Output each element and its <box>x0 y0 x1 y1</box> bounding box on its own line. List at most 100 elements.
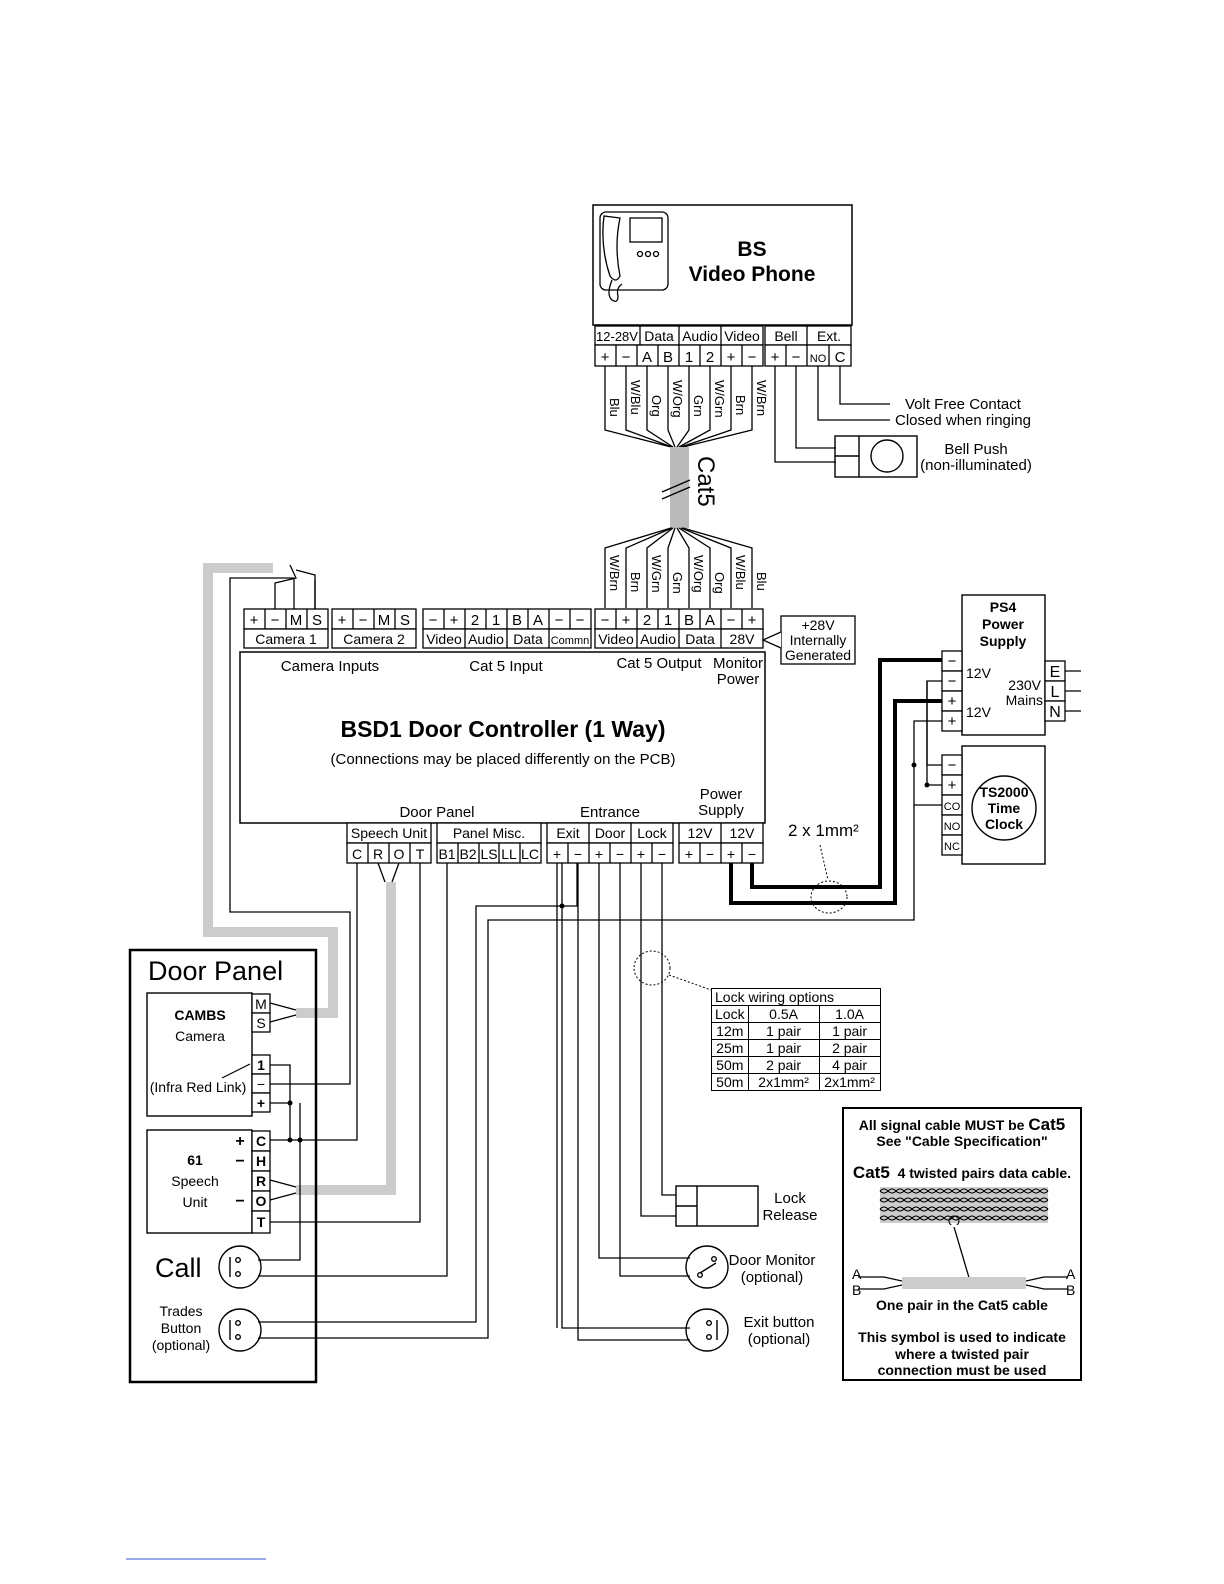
ps4-mains-pin: L <box>1051 684 1060 701</box>
ts2000-pin: NC <box>944 841 960 853</box>
door-controller: + − M S + − M S − + 2 1 B A − − − + 2 1 … <box>239 608 766 864</box>
wire-color-label: W/Brn <box>754 380 769 416</box>
lock-table-cell: 2 pair <box>747 1056 820 1074</box>
camera-pin: M <box>255 996 267 1012</box>
bell-push-line1: Bell Push <box>944 441 1007 458</box>
ps4-mains: 230V <box>1008 677 1041 693</box>
phone-group-label: 12-28V <box>596 329 638 344</box>
exit-button-line1: Exit button <box>744 1314 815 1331</box>
ctrl-pin: B1 <box>438 846 455 862</box>
phone-group-label: Audio <box>682 328 718 344</box>
ctrl-pin: − <box>429 612 438 629</box>
ctrl-pin: LL <box>501 846 517 862</box>
ctrl-group-label: 12V <box>730 825 756 841</box>
wire-color-label: Blu <box>607 398 622 417</box>
cat5-bottom-wires <box>604 527 753 608</box>
ctrl-pin: LC <box>521 846 539 862</box>
wire-color-label: Grn <box>670 572 685 594</box>
phone-title-line2: Video Phone <box>689 263 816 286</box>
ctrl-group-label: Door <box>595 825 626 841</box>
ctrl-pin: T <box>416 846 425 862</box>
wire-color-label: W/Org <box>691 555 706 593</box>
power-cable <box>729 658 942 905</box>
ps4-pin: + <box>948 713 957 730</box>
camera-line1: CAMBS <box>174 1007 225 1023</box>
ctrl-pin: + <box>553 846 561 862</box>
ctrl-section-label: Power <box>700 786 743 803</box>
ctrl-pin: − <box>727 612 736 629</box>
plus28-line1: +28V <box>801 617 835 633</box>
ctrl-group-label: Commn <box>551 635 590 647</box>
ctrl-pin: LS <box>480 846 497 862</box>
ts2000-time-clock: TS2000 Time Clock − + CO NO NC <box>941 745 1046 865</box>
note-a-right: A <box>1066 1266 1076 1282</box>
phone-pin: − <box>622 349 631 366</box>
speech-cable <box>296 882 396 1195</box>
ctrl-pin: S <box>400 612 410 629</box>
lock-table-cell: 50m <box>711 1056 749 1074</box>
lock-table-cell: 2x1mm² <box>818 1073 881 1091</box>
wire-color-label: W/Brn <box>607 555 622 591</box>
note-line5: This symbol is used to indicate <box>858 1329 1066 1345</box>
phone-pin: + <box>771 349 780 366</box>
trades-button-icon[interactable] <box>218 1308 262 1352</box>
phone-pin: B <box>663 349 673 366</box>
ts2000-pin: CO <box>944 801 961 813</box>
wire-color-label: Org <box>649 395 664 417</box>
ctrl-section-label: Door Panel <box>399 804 474 821</box>
ctrl-pin: 2 <box>643 612 651 629</box>
lock-table-cell: 1 pair <box>747 1039 820 1057</box>
twisted-pair-marker <box>810 880 848 914</box>
ctrl-section-label: Power <box>717 671 760 688</box>
ctrl-pin: B2 <box>459 846 476 862</box>
phone-group-label: Video <box>724 328 760 344</box>
ctrl-section-label: Cat 5 Output <box>616 655 702 672</box>
ctrl-section-label: Monitor <box>713 655 763 672</box>
plus28-line2: Internally <box>790 632 847 648</box>
ctrl-group-label: Data <box>685 631 715 647</box>
lock-table-cell: 4 pair <box>818 1056 881 1074</box>
ctrl-group-label: Video <box>598 631 634 647</box>
wire-color-label: Blu <box>754 572 769 591</box>
phone-pin: + <box>727 349 736 366</box>
ctrl-group-label: Video <box>426 631 462 647</box>
wire-color-label: W/Org <box>670 380 685 418</box>
ctrl-pin: S <box>312 612 322 629</box>
call-label: Call <box>155 1253 202 1283</box>
phone-pin: 1 <box>685 349 693 366</box>
ctrl-pin: − <box>658 846 666 862</box>
speech-line2: Speech <box>171 1173 218 1189</box>
call-button-icon[interactable] <box>218 1245 262 1289</box>
ctrl-pin: B <box>684 612 694 629</box>
ps4-mains: Mains <box>1006 692 1043 708</box>
ctrl-pin: + <box>637 846 645 862</box>
ctrl-group-label: 12V <box>688 825 714 841</box>
wire-color-label: W/Grn <box>649 555 664 593</box>
ctrl-section-label: Supply <box>698 802 744 819</box>
camera-pin: + <box>257 1095 265 1111</box>
wire-color-label: W/Grn <box>712 380 727 418</box>
camera-pin: 1 <box>257 1057 265 1073</box>
wire-color-label: Grn <box>691 395 706 417</box>
note-b-left: B <box>852 1282 862 1298</box>
note-line3b: 4 twisted pairs data cable. <box>897 1165 1072 1181</box>
ctrl-pin: + <box>748 612 757 629</box>
phone-pin: − <box>748 349 757 366</box>
ctrl-section-label: Camera Inputs <box>281 658 379 675</box>
speech-line1: 61 <box>187 1152 203 1168</box>
door-monitor-icon <box>685 1245 729 1289</box>
trades-line3: (optional) <box>152 1337 210 1353</box>
ctrl-pin: R <box>373 846 383 862</box>
cat5-cable: Cat5 <box>661 447 719 528</box>
plus28-line3: Generated <box>785 647 851 663</box>
ctrl-pin: − <box>574 846 582 862</box>
speech-pin: C <box>256 1133 266 1149</box>
ctrl-group-label: Panel Misc. <box>453 825 525 841</box>
ps4-voltage: 12V <box>966 665 992 681</box>
lock-table-cell: 50m <box>711 1073 749 1091</box>
wire-color-label: Brn <box>733 395 748 415</box>
ctrl-pin: − <box>706 846 714 862</box>
phone-group-label: Bell <box>774 328 797 344</box>
exit-button-icon <box>685 1308 729 1352</box>
